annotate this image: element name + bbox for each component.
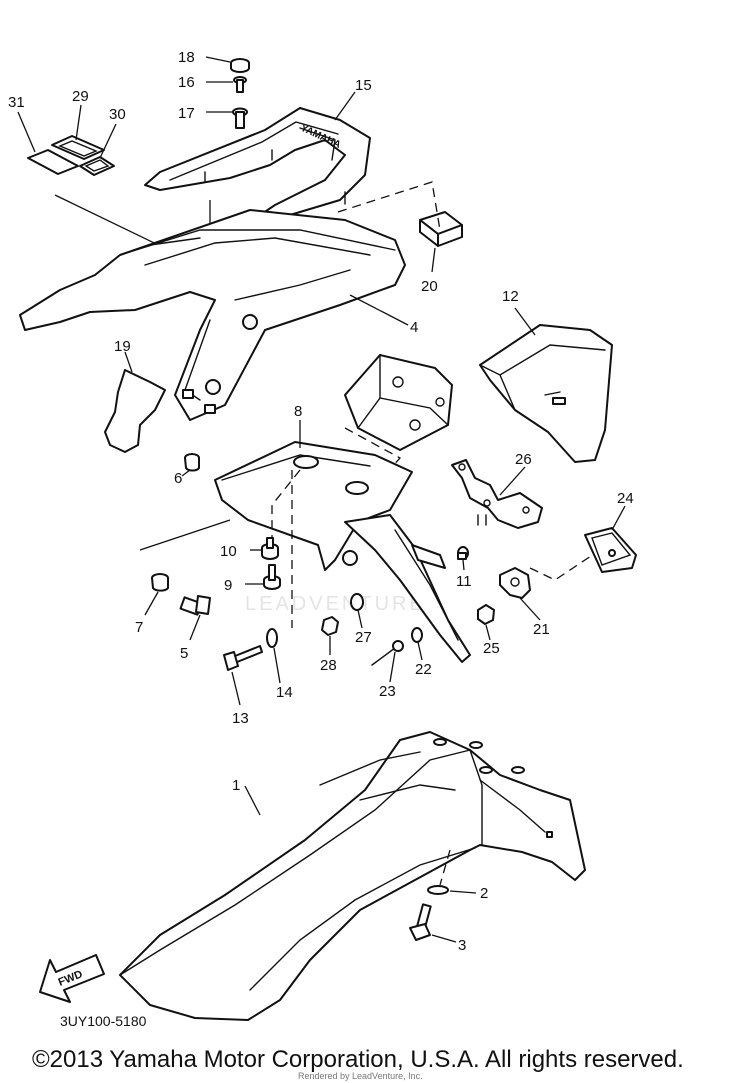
callout-1: 1: [232, 777, 240, 794]
bolt-9: [263, 564, 281, 590]
callout-29: 29: [72, 88, 89, 105]
cover-12: [479, 324, 613, 463]
callout-26: 26: [515, 451, 532, 468]
copyright-notice: ©2013 Yamaha Motor Corporation, U.S.A. A…: [32, 1046, 684, 1073]
callout-4: 4: [410, 319, 418, 336]
callout-20: 20: [421, 278, 438, 295]
callout-28: 28: [320, 657, 337, 674]
bolt-11: [457, 546, 469, 560]
diagram-code: 3UY100-5180: [60, 1013, 147, 1029]
watermark-text: LEADVENTURE: [245, 593, 426, 615]
nut-28: [321, 616, 339, 636]
bolt-13: [223, 645, 263, 671]
callout-7: 7: [135, 619, 143, 636]
washer-22: [411, 627, 423, 643]
washer-14: [266, 628, 278, 648]
screw-23: [371, 640, 404, 666]
callout-18: 18: [178, 49, 195, 66]
callout-10: 10: [220, 543, 237, 560]
pad-20: [419, 211, 463, 247]
callout-19: 19: [114, 338, 131, 355]
callout-13: 13: [232, 710, 249, 727]
bolt-3: [409, 903, 432, 941]
callout-22: 22: [415, 661, 432, 678]
grommet-6: [184, 453, 200, 472]
callout-11: 11: [456, 573, 472, 590]
front-fender-1: [119, 731, 586, 1021]
nut-10: [261, 537, 279, 560]
bracket-box: [344, 354, 453, 451]
callout-24: 24: [617, 490, 634, 507]
bolt-16: [233, 76, 247, 93]
callout-6: 6: [174, 470, 182, 487]
callout-2: 2: [480, 885, 488, 902]
callout-3: 3: [458, 937, 466, 954]
rear-fender-upper: [19, 209, 406, 421]
washer-27: [350, 593, 364, 611]
bracket-26: [451, 459, 543, 529]
grommet-7: [151, 573, 169, 592]
callout-8: 8: [294, 403, 302, 420]
callout-27: 27: [355, 629, 372, 646]
nut-25: [477, 604, 495, 625]
callout-31: 31: [8, 94, 25, 111]
bolt-5: [179, 595, 211, 616]
callout-16: 16: [178, 74, 195, 91]
forward-arrow: FWD: [39, 954, 105, 1003]
callout-14: 14: [276, 684, 293, 701]
callout-21: 21: [533, 621, 550, 638]
cap-18: [230, 58, 250, 73]
callout-12: 12: [502, 288, 519, 305]
reflector-24: [584, 527, 637, 573]
tail-bracket-8: [214, 441, 471, 663]
rendered-by-notice: Rendered by LeadVenture, Inc.: [298, 1071, 423, 1081]
callout-17: 17: [178, 105, 195, 122]
callout-25: 25: [483, 640, 500, 657]
callout-9: 9: [224, 577, 232, 594]
bolt-17: [232, 107, 248, 129]
callout-5: 5: [180, 645, 188, 662]
reflector-bracket-21: [499, 567, 531, 599]
callout-30: 30: [109, 106, 126, 123]
mud-flap-19: [104, 369, 166, 453]
decal-set: [27, 135, 115, 176]
washer-2: [427, 885, 449, 895]
callout-15: 15: [355, 77, 372, 94]
callout-23: 23: [379, 683, 396, 700]
